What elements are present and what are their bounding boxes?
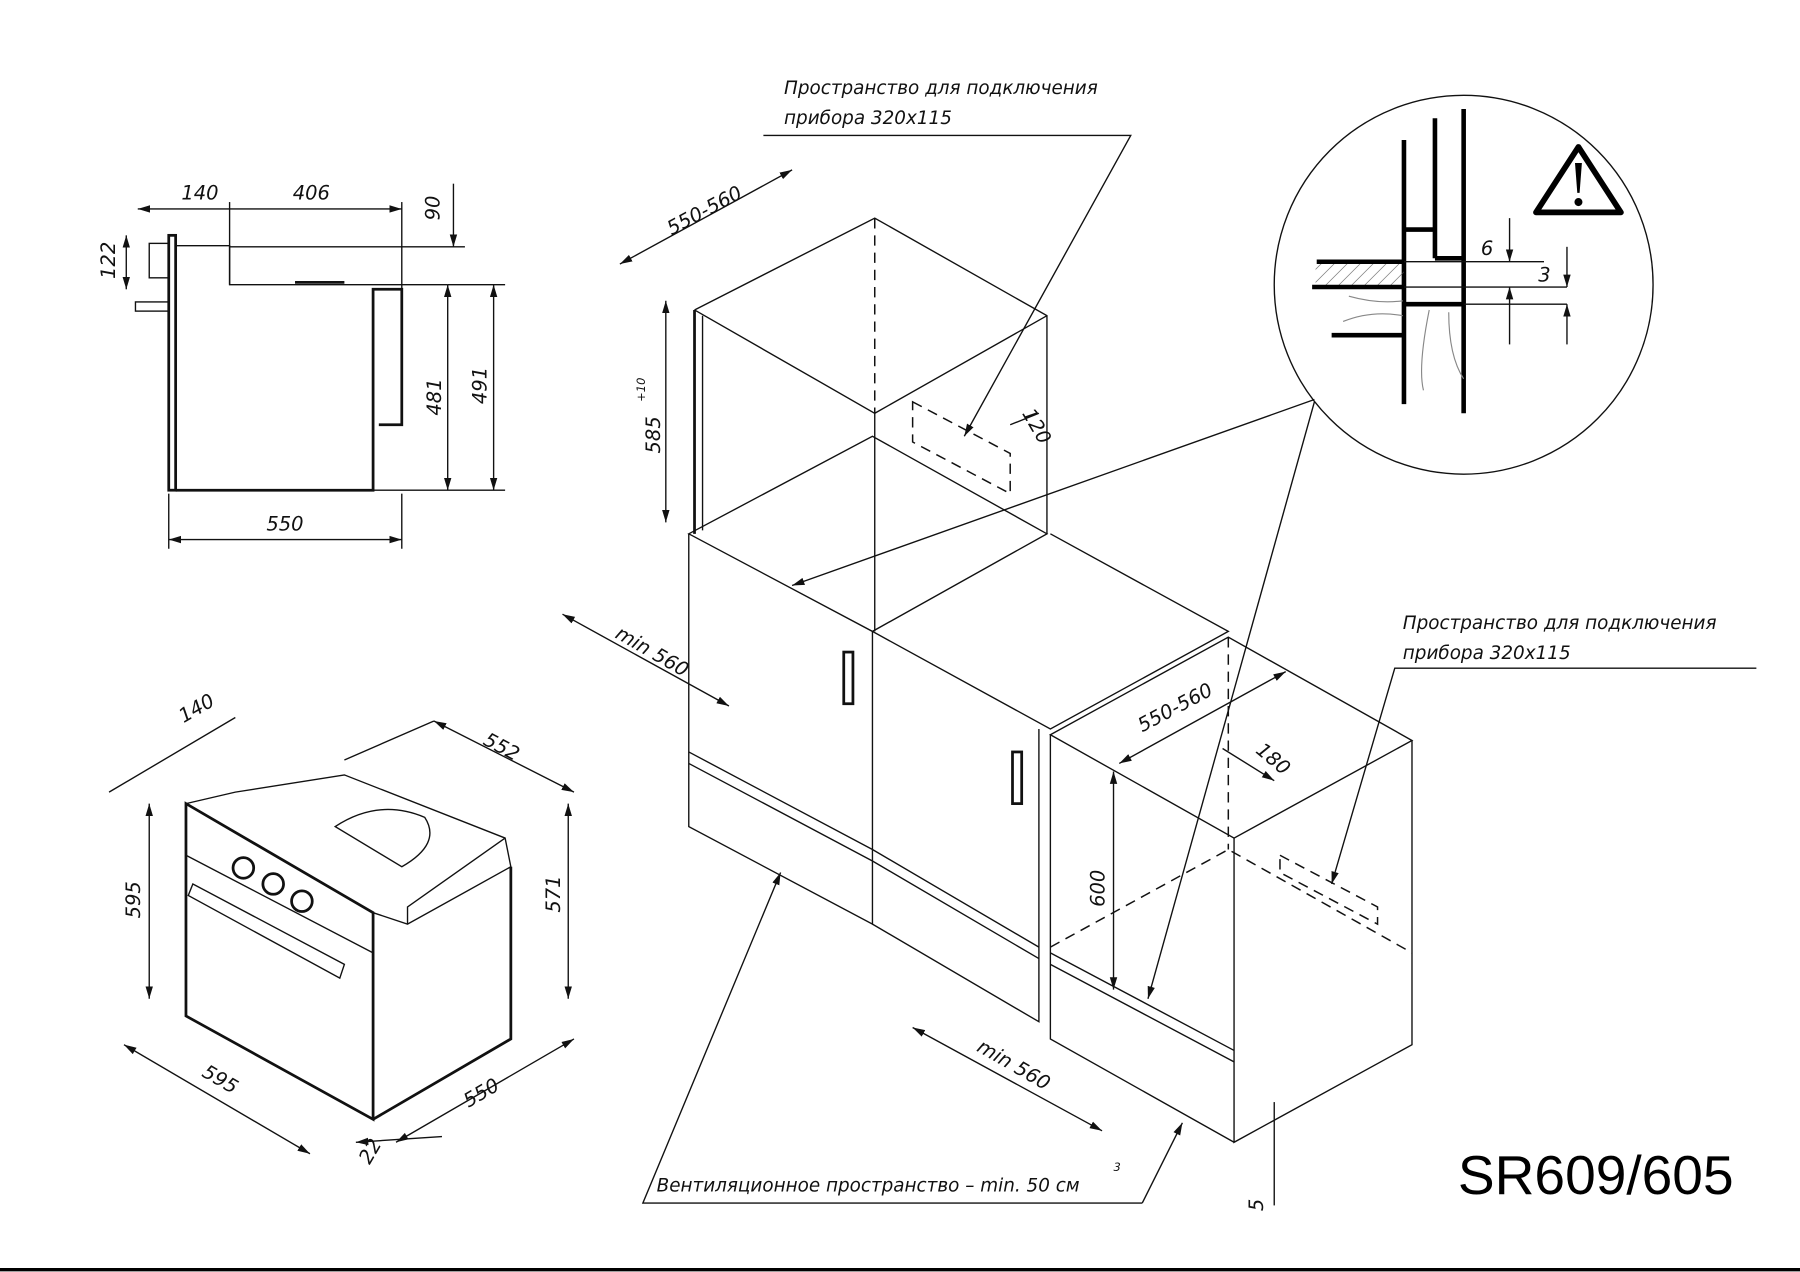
dim-595-height: 595 xyxy=(122,881,145,918)
note-top-line2: прибора 320x115 xyxy=(784,108,952,129)
oven-isometric: 140 552 595 571 595 550 22 xyxy=(108,689,575,1168)
cabinets-isometric: 550-560 585 +10 120 min 560 550-560 180 … xyxy=(562,169,1414,1211)
dim-550: 550 xyxy=(266,512,303,535)
tall-dim-120: 120 xyxy=(1017,404,1056,448)
dim-122: 122 xyxy=(97,242,120,279)
dim-406: 406 xyxy=(293,182,330,205)
side-view: 140 406 90 122 481 491 550 xyxy=(97,182,506,549)
tall-dim-585-tolerance: +10 xyxy=(634,378,648,402)
dim-552: 552 xyxy=(480,728,524,766)
detail-dim-3: 3 xyxy=(1538,263,1550,286)
note-right-line1: Пространство для подключения xyxy=(1403,613,1717,634)
low-dim-5: 5 xyxy=(1245,1199,1268,1211)
note-top-line1: Пространство для подключения xyxy=(784,78,1098,99)
dim-571: 571 xyxy=(542,875,565,912)
low-dim-180: 180 xyxy=(1252,738,1295,780)
dim-481: 481 xyxy=(423,378,446,415)
dim-550-iso: 550 xyxy=(459,1074,503,1113)
dim-90: 90 xyxy=(422,196,445,221)
connection-note-top: Пространство для подключения прибора 320… xyxy=(763,78,1132,437)
tall-dim-585: 585 xyxy=(642,416,665,453)
low-dim-600: 600 xyxy=(1086,870,1109,907)
connection-note-right: Пространство для подключения прибора 320… xyxy=(1330,613,1757,885)
tall-dim-min-560: min 560 xyxy=(612,622,693,682)
model-name: SR609/605 xyxy=(1458,1144,1734,1206)
tall-dim-550-560: 550-560 xyxy=(663,181,746,240)
dim-491: 491 xyxy=(469,367,492,404)
low-dim-550-560: 550-560 xyxy=(1134,678,1217,737)
dim-22: 22 xyxy=(354,1135,386,1168)
detail-dim-6: 6 xyxy=(1481,237,1493,260)
warning-triangle-icon xyxy=(1533,144,1624,216)
ventilation-note: Вентиляционное пространство – min. 50 см… xyxy=(641,872,1184,1204)
note-right-line2: прибора 320x115 xyxy=(1403,643,1571,664)
low-dim-min-560: min 560 xyxy=(973,1035,1054,1095)
dim-140-iso: 140 xyxy=(175,689,219,728)
ventilation-note-text: Вентиляционное пространство – min. 50 см xyxy=(657,1176,1080,1197)
dim-140: 140 xyxy=(181,182,218,205)
detail-callout: 6 3 xyxy=(791,94,1654,999)
ventilation-note-sup: 3 xyxy=(1114,1160,1121,1174)
